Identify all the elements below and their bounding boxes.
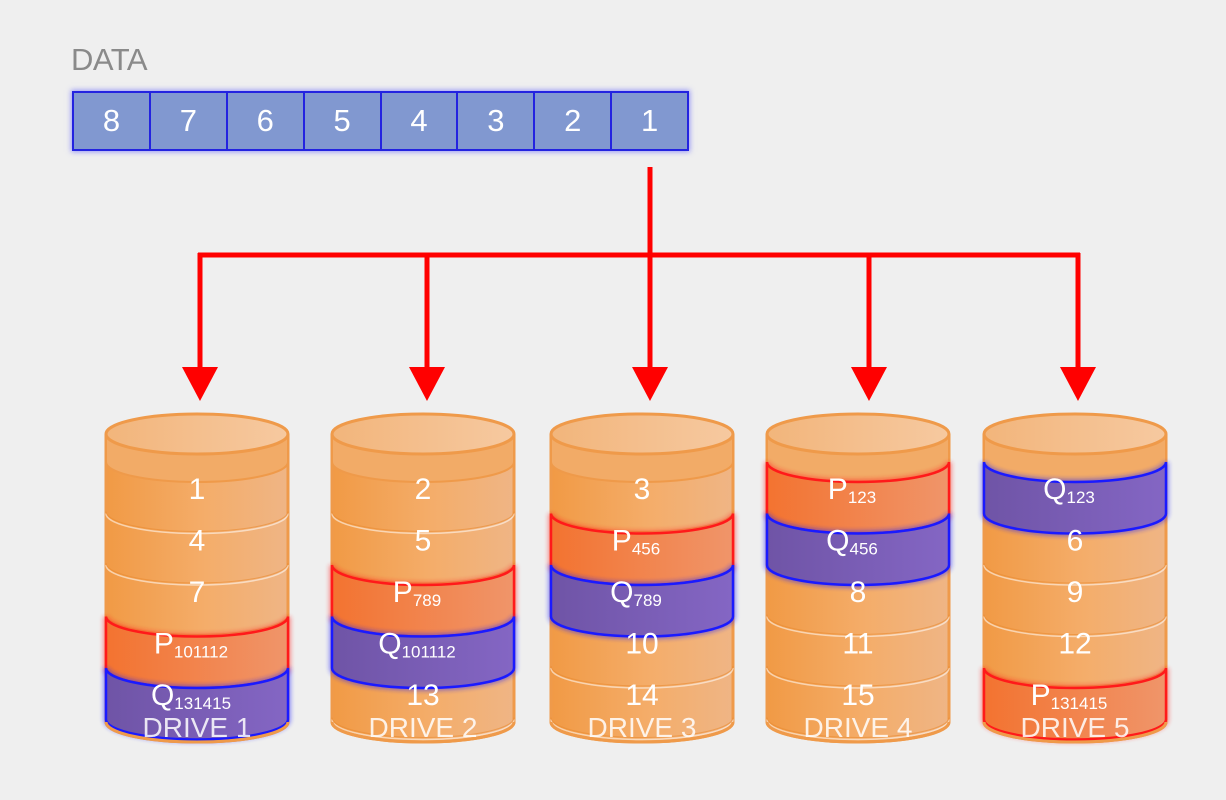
- drive-block: 15: [766, 679, 950, 741]
- data-block-4: 4: [381, 93, 459, 149]
- block-label: 14: [625, 679, 658, 712]
- block-label: 7: [189, 576, 206, 609]
- drive-block: 10: [550, 627, 734, 689]
- data-block-7: 7: [150, 93, 228, 149]
- block-subscript: 101112: [174, 642, 228, 661]
- block-label: P789: [393, 576, 441, 610]
- block-label: 2: [415, 473, 432, 506]
- block-label: Q456: [826, 524, 878, 558]
- drive-top: [104, 412, 290, 456]
- drive-label: DRIVE 1: [143, 712, 252, 743]
- data-block-1: 1: [612, 93, 687, 149]
- parity-q-block: Q789: [548, 564, 736, 640]
- data-block-2: 2: [535, 93, 613, 149]
- block-subscript: 123: [1066, 488, 1094, 507]
- block-label: 12: [1058, 627, 1091, 660]
- drive-block: 1: [105, 473, 289, 535]
- block-label: 4: [189, 524, 206, 557]
- block-subscript: 131415: [174, 694, 231, 713]
- data-block-6: 6: [227, 93, 305, 149]
- block-label: 11: [842, 627, 873, 660]
- block-label: 10: [625, 627, 658, 660]
- data-block-5: 5: [304, 93, 382, 149]
- parity-q-block: Q101112: [329, 615, 517, 691]
- block-subscript: 123: [848, 488, 876, 507]
- drive-block: 2: [331, 473, 515, 535]
- drive-top: [765, 412, 951, 456]
- drive-label: DRIVE 4: [804, 712, 913, 743]
- parity-p-block: P131415: [981, 667, 1169, 743]
- drive-top: [549, 412, 735, 456]
- drive-block: 13: [331, 679, 515, 741]
- drive-block: 9: [983, 576, 1167, 638]
- arrowhead-drive-1: [182, 367, 218, 401]
- data-block-8: 8: [74, 93, 151, 149]
- block-label: P123: [828, 473, 876, 507]
- drive-block: 11: [766, 627, 950, 689]
- block-subscript: 789: [633, 591, 661, 610]
- drive-block: 6: [983, 524, 1167, 586]
- arrowhead-drive-3: [632, 367, 668, 401]
- block-label: Q131415: [151, 679, 231, 713]
- drive-block: 14: [550, 679, 734, 741]
- block-subscript: 789: [413, 591, 441, 610]
- arrowhead-drive-5: [1060, 367, 1096, 401]
- block-label: 13: [406, 679, 439, 712]
- drive-block: 4: [105, 524, 289, 586]
- block-label: Q123: [1043, 473, 1095, 507]
- arrowhead-drive-4: [851, 367, 887, 401]
- block-label: Q789: [610, 576, 662, 610]
- drive-label: DRIVE 5: [1021, 712, 1130, 743]
- drive-top: [330, 412, 516, 456]
- block-label: 15: [841, 679, 874, 712]
- block-label: 8: [850, 576, 867, 609]
- block-subscript: 456: [632, 539, 660, 558]
- block-label: 5: [415, 524, 432, 557]
- drive-top: [982, 412, 1168, 456]
- block-label: P101112: [154, 627, 228, 661]
- block-subscript: 131415: [1051, 694, 1108, 713]
- block-label: 1: [189, 473, 206, 506]
- data-title: DATA: [71, 42, 148, 77]
- drive-block: 8: [766, 576, 950, 638]
- parity-q-block: Q131415: [103, 667, 291, 743]
- parity-q-block: Q456: [764, 512, 952, 588]
- block-label: P131415: [1031, 679, 1108, 713]
- block-label: 9: [1067, 576, 1084, 609]
- drive-label: DRIVE 3: [588, 712, 697, 743]
- arrowhead-drive-2: [409, 367, 445, 401]
- block-label: 6: [1067, 524, 1084, 557]
- data-block-3: 3: [458, 93, 536, 149]
- drive-label: DRIVE 2: [369, 712, 478, 743]
- block-subscript: 101112: [402, 642, 456, 661]
- block-label: 3: [634, 473, 651, 506]
- block-label: Q101112: [378, 627, 456, 661]
- block-subscript: 456: [849, 539, 877, 558]
- parity-q-block: Q123: [981, 461, 1169, 537]
- block-label: P456: [612, 524, 660, 558]
